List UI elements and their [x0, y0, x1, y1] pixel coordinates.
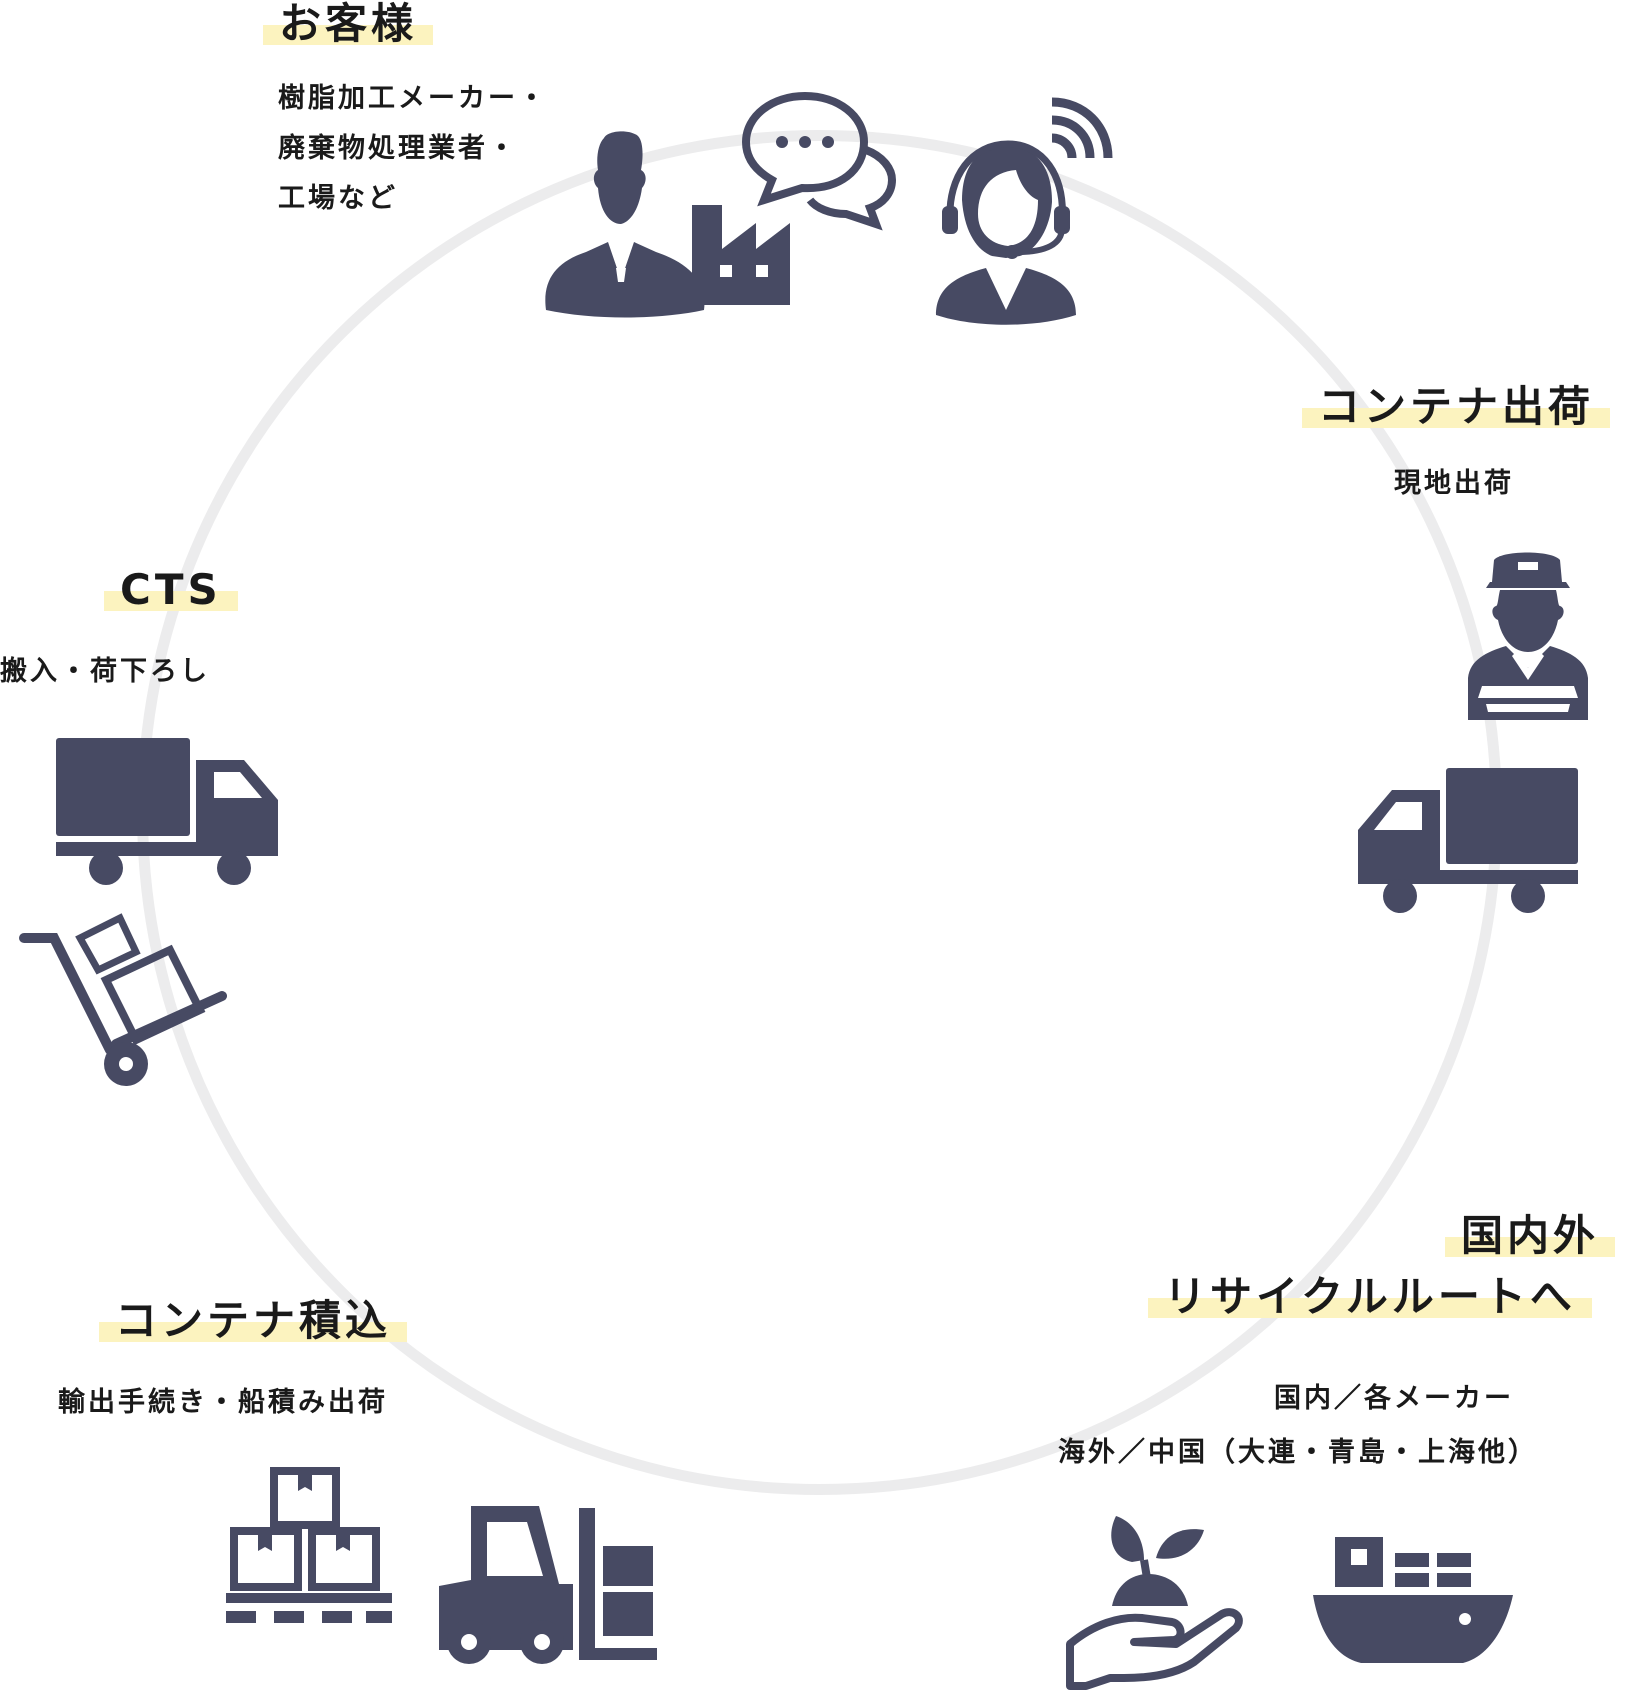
container-shipment-description: 現地出荷	[1394, 459, 1514, 509]
customer-title: お客様	[263, 3, 434, 45]
container-loading-description: 輸出手続き・船積み出荷	[58, 1378, 388, 1428]
recycle-route-line-overseas: 海外／中国（大連・青島・上海他）	[1058, 1437, 1538, 1468]
businessman-icon	[545, 131, 705, 318]
forklift-icon	[439, 1506, 657, 1664]
cargo-ship-icon	[1313, 1537, 1513, 1663]
container-loading-title: コンテナ積込	[99, 1300, 408, 1342]
container-shipment-title: コンテナ出荷	[1302, 386, 1611, 428]
recycle-route-title-line1: 国内外	[1445, 1215, 1616, 1257]
chat-bubbles-icon	[741, 91, 897, 231]
operator-headset-icon	[936, 140, 1076, 325]
customer-line: 樹脂加工メーカー・	[278, 83, 548, 114]
hand-cart-icon	[19, 913, 227, 1086]
pallet-boxes-icon	[226, 1467, 392, 1623]
truck-icon	[1358, 768, 1578, 913]
customer-line: 廃棄物処理業者・	[278, 133, 518, 164]
recycle-route-title-line2: リサイクルルートへ	[1148, 1276, 1592, 1318]
customer-line: 工場など	[278, 183, 398, 214]
sprout-hand-icon	[1066, 1516, 1243, 1690]
recycle-route-description: 国内／各メーカー 海外／中国（大連・青島・上海他）	[1058, 1372, 1535, 1480]
cts-description: 搬入・荷下ろし	[0, 647, 210, 697]
container-shipment-line: 現地出荷	[1394, 468, 1514, 499]
customer-description: 樹脂加工メーカー・ 廃棄物処理業者・ 工場など	[278, 74, 548, 224]
delivery-worker-icon	[1468, 552, 1588, 720]
container-loading-line: 輸出手続き・船積み出荷	[58, 1387, 388, 1418]
cts-line: 搬入・荷下ろし	[0, 656, 210, 687]
recycle-route-line-domestic: 国内／各メーカー	[1274, 1383, 1514, 1414]
signal-icon	[1051, 97, 1113, 159]
truck-icon	[56, 738, 278, 885]
factory-icon	[692, 205, 790, 305]
cts-title: CTS	[104, 569, 238, 611]
